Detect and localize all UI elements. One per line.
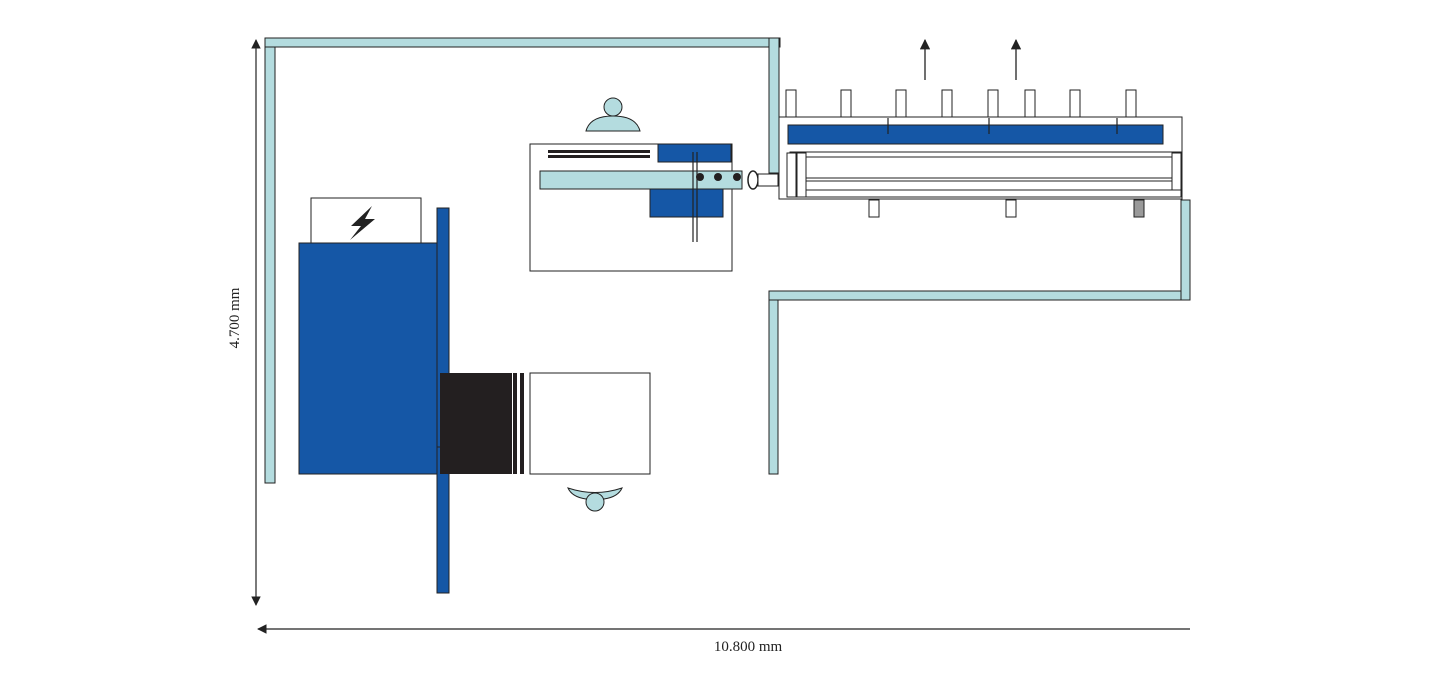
exhaust-stub xyxy=(987,89,999,118)
oven-blue-bar xyxy=(787,124,1164,145)
wall-lower-divider xyxy=(768,290,779,475)
station-strip-1 xyxy=(548,150,650,153)
dark-unit xyxy=(440,373,512,474)
lightning-bolt-icon xyxy=(350,206,375,240)
roller-end xyxy=(747,170,759,190)
wall-left xyxy=(264,37,276,484)
person-icon xyxy=(603,97,623,117)
oven-conveyor xyxy=(778,38,1183,218)
exhaust-stub xyxy=(840,89,852,118)
separator-bar-2 xyxy=(520,373,524,474)
oven-foot xyxy=(868,199,880,218)
oven-foot-grey xyxy=(1133,199,1145,218)
feet-bottom xyxy=(868,199,1145,218)
main-machine-block xyxy=(298,242,441,475)
exhaust-stub xyxy=(1069,89,1081,118)
wall-right-side xyxy=(1180,199,1191,301)
height-label: 4.700 mm xyxy=(227,287,243,348)
oven-foot xyxy=(1005,199,1017,218)
width-label: 10.800 mm xyxy=(714,639,783,655)
operator-top xyxy=(585,97,641,132)
exhaust-stub xyxy=(941,89,953,118)
exhaust-stub xyxy=(1024,89,1036,118)
roller-1 xyxy=(696,173,704,181)
wall-top xyxy=(264,37,781,48)
belt-end-left-2 xyxy=(796,152,807,198)
exhaust-stubs-top xyxy=(785,89,1137,118)
roller-3 xyxy=(733,173,741,181)
work-table xyxy=(529,372,651,475)
belt-end-left-1 xyxy=(786,152,797,198)
roller-2 xyxy=(714,173,722,181)
exhaust-stub xyxy=(785,89,797,118)
enclosure-walls xyxy=(264,37,1191,484)
wall-right-bottom xyxy=(768,290,1190,301)
separator-bar-1 xyxy=(513,373,517,474)
middle-station xyxy=(529,143,779,272)
station-strip-2 xyxy=(548,155,650,158)
connector-pipe xyxy=(757,173,779,187)
dimension-height: 4.700 mm xyxy=(227,39,261,606)
operator-shoulders xyxy=(585,115,641,132)
operator-head xyxy=(585,492,605,512)
feed-rail xyxy=(539,170,743,190)
wall-top-right-post xyxy=(768,37,780,174)
station-bottom-block xyxy=(649,188,724,218)
station-top-block xyxy=(657,143,732,163)
operator-bottom xyxy=(567,487,623,512)
power-unit xyxy=(298,197,651,594)
dimension-width: 10.800 mm xyxy=(257,624,1190,655)
exhaust-stub xyxy=(1125,89,1137,118)
belt-end-right xyxy=(1171,152,1182,191)
exhaust-stub xyxy=(895,89,907,118)
